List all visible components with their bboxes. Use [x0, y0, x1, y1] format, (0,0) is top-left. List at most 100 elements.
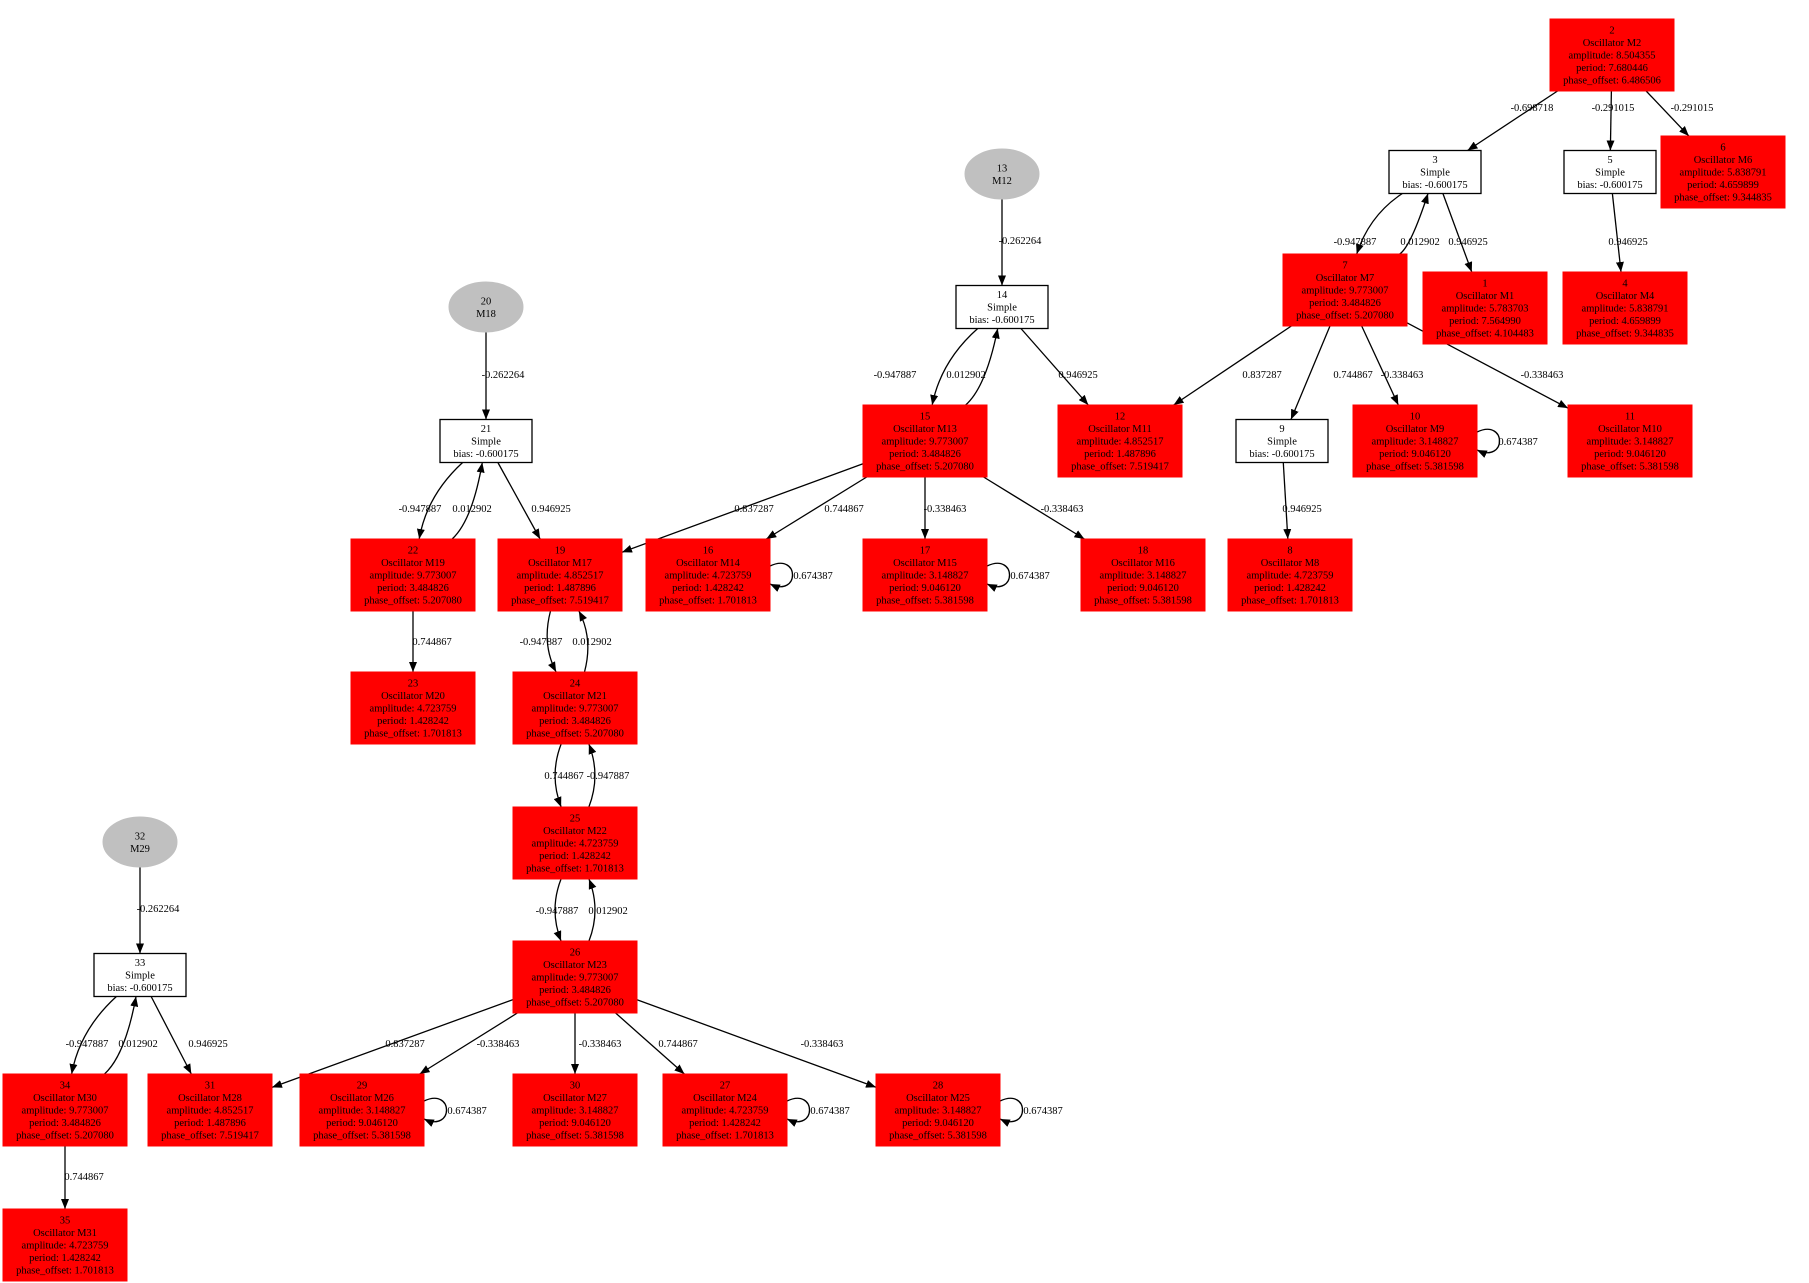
edge-weight-label: -0.338463 — [924, 504, 967, 515]
node-label-line: 18 — [1138, 546, 1149, 557]
edge-weight-label: -0.338463 — [477, 1039, 520, 1050]
edge-21-to-22: 0.012902 — [416, 462, 492, 540]
node-label-line: phase_offset: 5.381598 — [1366, 462, 1464, 473]
node-label-line: amplitude: 3.148827 — [1587, 437, 1674, 448]
edge-weight-label: 0.012902 — [588, 906, 627, 917]
input-node-ellipse — [448, 281, 524, 333]
edge-weight-label: 0.946925 — [1058, 370, 1097, 381]
edge-arrow — [1020, 328, 1089, 406]
edge-15-to-14: -0.947887 — [874, 328, 1000, 406]
node-label-line: phase_offset: 5.381598 — [1581, 462, 1679, 473]
edge-16-to-16: 0.674387 — [769, 562, 833, 592]
node-label-line: phase_offset: 7.519417 — [511, 596, 609, 607]
node-label-line: Oscillator M15 — [893, 558, 957, 569]
node-label-line: phase_offset: 5.381598 — [526, 1131, 624, 1142]
node-label-line: phase_offset: 9.344835 — [1576, 329, 1674, 340]
node-label-line: phase_offset: 7.519417 — [1071, 462, 1169, 473]
edge-3-to-7: 0.012902 — [1356, 192, 1440, 255]
node-label-line: M29 — [130, 844, 150, 855]
node-label-line: 12 — [1115, 412, 1126, 423]
node-label-line: 32 — [135, 831, 146, 842]
node-label-line: Oscillator M14 — [676, 558, 741, 569]
node-label-line: Oscillator M7 — [1316, 273, 1375, 284]
node-label-line: amplitude: 9.773007 — [22, 1106, 109, 1117]
simple-node-box — [1235, 418, 1329, 464]
oscillator-node-box — [1422, 271, 1548, 345]
node-label-line: Oscillator M4 — [1596, 291, 1655, 302]
edge-weight-label: 0.012902 — [118, 1039, 157, 1050]
edge-25-to-24: -0.947887 — [587, 743, 629, 808]
node-label-line: bias: -0.600175 — [1577, 180, 1642, 191]
edge-weight-label: -0.262264 — [137, 904, 181, 915]
node-label-line: phase_offset: 5.207080 — [876, 462, 974, 473]
edge-arrow — [1645, 90, 1690, 137]
node-label-line: 26 — [570, 948, 581, 959]
node-label-line: Oscillator M13 — [893, 424, 957, 435]
edge-weight-label: 0.837287 — [385, 1039, 424, 1050]
edge-7-to-12: 0.837287 — [1173, 325, 1292, 406]
node-label-line: phase_offset: 5.207080 — [526, 729, 624, 740]
edge-weight-label: 0.744867 — [824, 504, 863, 515]
edge-weight-label: 0.946925 — [188, 1039, 227, 1050]
node-label-line: amplitude: 3.148827 — [895, 1106, 982, 1117]
edge-weight-label: -0.262264 — [482, 370, 526, 381]
node-label-line: amplitude: 4.852517 — [1077, 437, 1164, 448]
edge-weight-label: -0.338463 — [1041, 504, 1084, 515]
edge-weight-label: 0.837287 — [1242, 370, 1281, 381]
edge-22-to-21: -0.947887 — [399, 462, 485, 540]
edge-arrow — [1282, 462, 1292, 540]
node-label-line: period: 1.428242 — [672, 583, 744, 594]
simple-node-box — [1563, 149, 1657, 195]
edge-weight-label: 0.674387 — [810, 1106, 849, 1117]
edge-arrow — [1442, 193, 1473, 273]
node-label-line: 6 — [1720, 143, 1725, 154]
oscillator-node-box — [2, 1208, 128, 1282]
edge-15-to-16: 0.744867 — [765, 476, 868, 540]
edge-21-to-19: 0.946925 — [497, 462, 571, 540]
node-label-line: Oscillator M26 — [330, 1093, 394, 1104]
node-label-line: 35 — [60, 1216, 71, 1227]
edge-arrow — [1611, 193, 1624, 273]
node-label-line: amplitude: 3.148827 — [882, 571, 969, 582]
edge-3-to-1: 0.946925 — [1442, 193, 1488, 273]
node-label-line: 24 — [570, 679, 581, 690]
edge-13-to-14: -0.262264 — [998, 199, 1042, 286]
node-label-line: Oscillator M17 — [528, 558, 592, 569]
edge-arrow — [1361, 325, 1399, 406]
